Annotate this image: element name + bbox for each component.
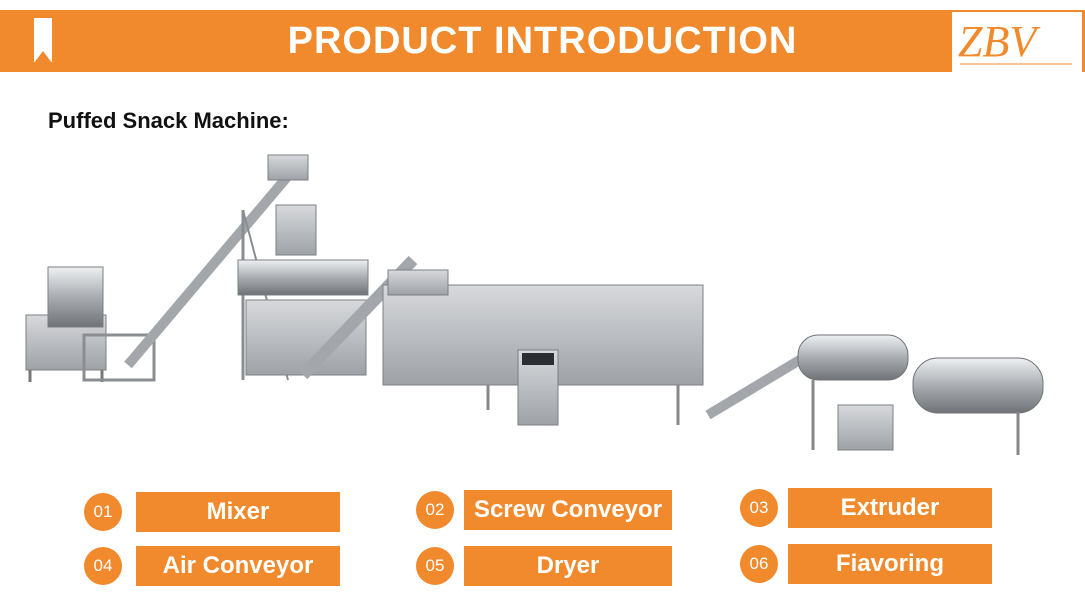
step-item: 04 Air Conveyor: [84, 546, 340, 586]
step-number: 06: [740, 545, 778, 583]
page-title: PRODUCT INTRODUCTION: [287, 20, 798, 62]
dryer-machine: [382, 269, 704, 426]
brand-logo: ZBV: [952, 12, 1082, 74]
header-banner: [0, 10, 1085, 72]
step-item: 05 Dryer: [416, 546, 672, 586]
step-number: 04: [84, 547, 122, 585]
step-label: Mixer: [136, 492, 340, 532]
extruder-machine: [237, 204, 369, 376]
step-label: Extruder: [788, 488, 992, 528]
mixer-machine: [25, 266, 107, 382]
step-label: Dryer: [464, 546, 672, 586]
flavoring-machine: [705, 334, 1044, 455]
step-item: 02 Screw Conveyor: [416, 490, 672, 530]
bookmark-icon: [34, 18, 52, 63]
step-item: 06 Fiavoring: [740, 544, 996, 584]
svg-text:ZBV: ZBV: [958, 17, 1041, 66]
step-item: 01 Mixer: [84, 492, 340, 532]
step-label: Air Conveyor: [136, 546, 340, 586]
step-number: 05: [416, 547, 454, 585]
step-item: 03 Extruder: [740, 488, 996, 528]
machine-subtitle: Puffed Snack Machine:: [48, 108, 289, 133]
step-number: 02: [416, 491, 454, 529]
step-label: Fiavoring: [788, 544, 992, 584]
step-number: 03: [740, 489, 778, 527]
step-number: 01: [84, 493, 122, 531]
machine-line-illustration: [18, 150, 1068, 470]
step-label: Screw Conveyor: [464, 490, 672, 530]
